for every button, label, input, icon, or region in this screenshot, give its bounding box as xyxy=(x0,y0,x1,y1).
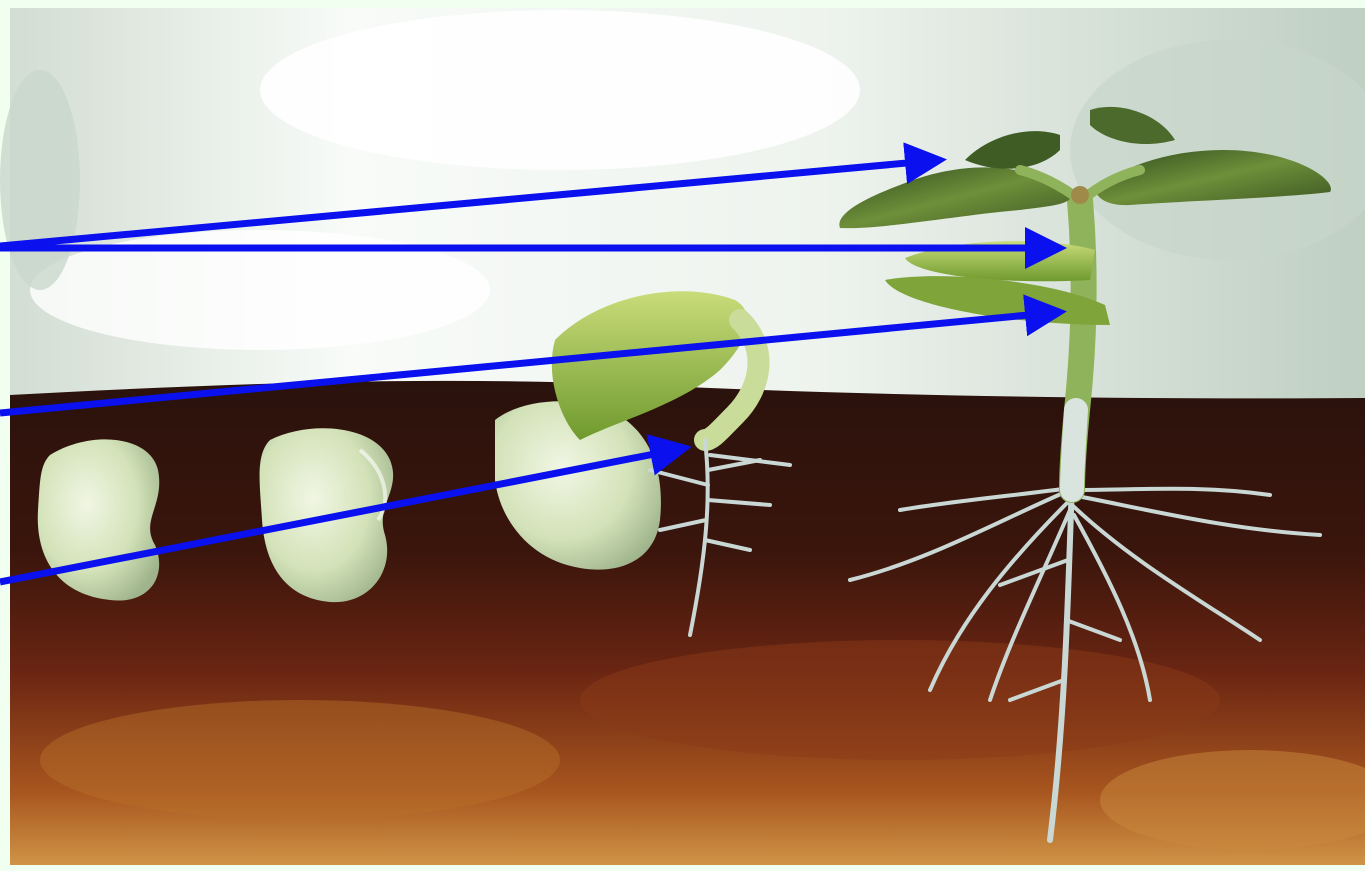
plant-bud xyxy=(1071,186,1089,204)
cloud-edge xyxy=(0,70,80,290)
plant-hypocotyl-below-ground xyxy=(1072,410,1076,490)
cloud-top xyxy=(260,10,860,170)
painting xyxy=(0,8,1365,865)
soil-patch-mid xyxy=(580,640,1220,760)
soil-patch-left xyxy=(40,700,560,820)
